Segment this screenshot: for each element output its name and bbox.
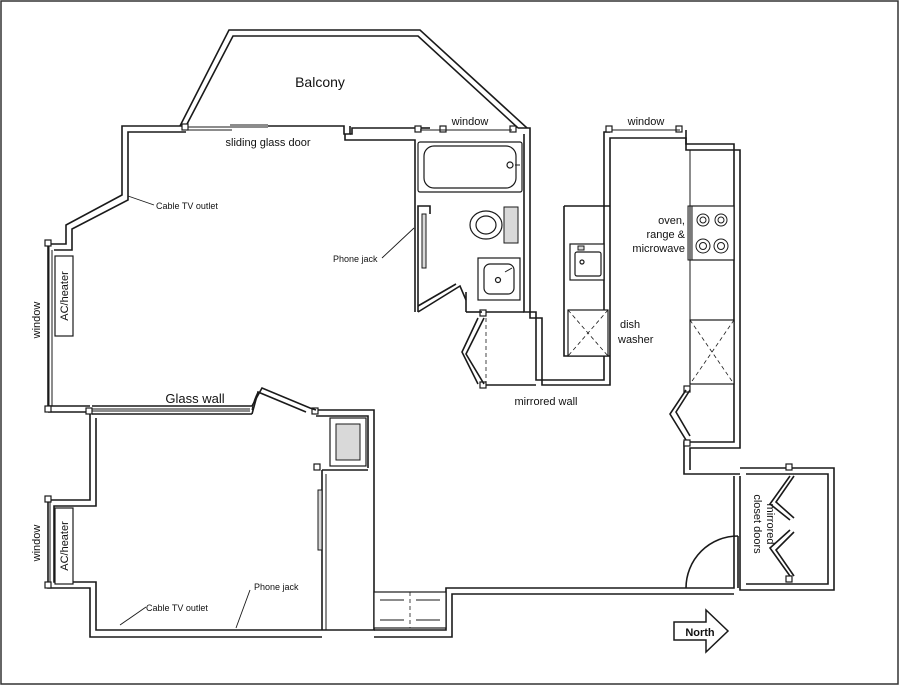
- glass-wall-label: Glass wall: [165, 391, 224, 406]
- kitchen-counter-right: [689, 150, 735, 386]
- dish-washer-label-line2: washer: [617, 334, 654, 346]
- mirrored-closet-label-line1: mirrored: [764, 504, 776, 545]
- sliding-glass-door-label: sliding glass door: [226, 137, 311, 149]
- window-panes: [48, 129, 680, 582]
- ac-heater-unit-top: [54, 255, 74, 337]
- cable-tv-outlet-label-top: Cable TV outlet: [156, 201, 218, 211]
- phone-jack-label-top: Phone jack: [333, 254, 378, 264]
- north-label: North: [685, 627, 715, 639]
- balcony-outline: [179, 29, 528, 129]
- leader-lines: [119, 195, 415, 629]
- bath-closet-doors: [461, 317, 487, 385]
- stove-range: [687, 205, 735, 261]
- cable-tv-outlet-label-bottom: Cable TV outlet: [146, 603, 208, 613]
- ac-heater-label-bottom: AC/heater: [59, 521, 71, 571]
- bedroom-closet: [317, 417, 368, 630]
- toilet: [469, 206, 519, 244]
- oven-label-line1: oven,: [658, 215, 685, 227]
- window-label-left-bottom: window: [31, 525, 43, 563]
- mirrored-wall-label: mirrored wall: [515, 396, 578, 408]
- bathtub: [417, 141, 523, 193]
- entry-door: [685, 535, 739, 589]
- oven-label-line3: microwave: [632, 243, 685, 255]
- balcony-label: Balcony: [295, 74, 345, 90]
- window-jambs: [44, 123, 793, 589]
- north-arrow: [673, 608, 730, 654]
- dish-washer-label-line1: dish: [620, 319, 640, 331]
- dishwasher: [567, 309, 609, 357]
- window-label-bath: window: [451, 116, 489, 128]
- glass-wall: [92, 386, 317, 415]
- ac-heater-label-top: AC/heater: [59, 271, 71, 321]
- window-label-left-top: window: [31, 302, 43, 340]
- window-label-kitchen: window: [627, 116, 665, 128]
- oven-label-line2: range &: [646, 229, 685, 241]
- sliding-glass-door: [188, 124, 268, 131]
- phone-jack-label-bottom: Phone jack: [254, 582, 299, 592]
- mirrored-closet-label-line2: closet doors: [751, 494, 763, 554]
- bottom-closet: [373, 591, 447, 629]
- ac-heater-unit-bottom: [54, 507, 74, 585]
- pantry-closet-doors: [669, 389, 691, 441]
- bathroom-sink: [477, 257, 521, 301]
- bathroom-door: [417, 205, 482, 313]
- kitchen-sink: [569, 243, 605, 281]
- mirrored-closet-door-panels: [768, 475, 795, 577]
